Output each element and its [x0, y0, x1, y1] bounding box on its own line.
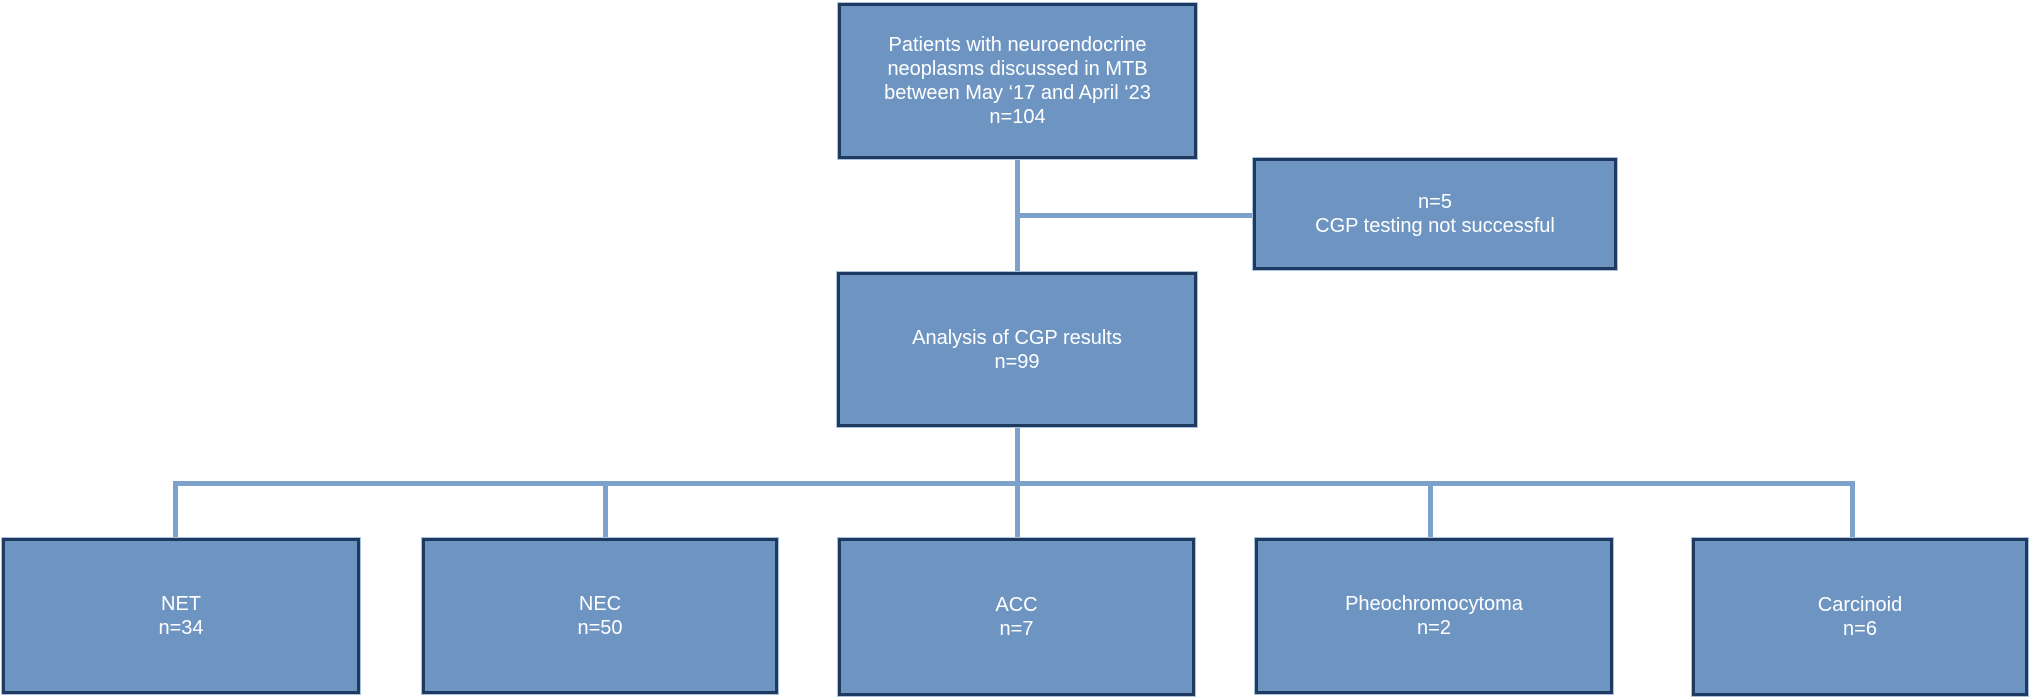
box-nec: NEC n=50 [422, 538, 778, 694]
nec-count: n=50 [577, 617, 623, 639]
exclusion-label: CGP testing not successful [1315, 215, 1555, 237]
exclusion-count: n=5 [1418, 191, 1452, 213]
box-analysis-cgp-results: Analysis of CGP results n=99 [837, 272, 1197, 427]
nec-label: NEC [578, 593, 622, 615]
connector-drop-net [173, 481, 178, 538]
acc-label: ACC [995, 594, 1038, 616]
connector-patients-to-analysis [1015, 159, 1020, 272]
pheochromocytoma-label: Pheochromocytoma [1345, 593, 1523, 615]
carcinoid-count: n=6 [1843, 618, 1877, 640]
box-pheochromocytoma: Pheochromocytoma n=2 [1255, 538, 1613, 694]
box-carcinoid: Carcinoid n=6 [1692, 538, 2028, 696]
net-count: n=34 [158, 617, 204, 639]
box-net: NET n=34 [2, 538, 360, 694]
acc-count: n=7 [999, 618, 1034, 640]
connector-branch-to-exclusion [1018, 213, 1255, 218]
analysis-count: n=99 [994, 350, 1040, 373]
connector-drop-pheochromocytoma [1428, 481, 1433, 538]
carcinoid-label: Carcinoid [1817, 594, 1903, 616]
connector-horizontal-rail [173, 481, 1855, 486]
connector-drop-nec [603, 481, 608, 538]
pheochromocytoma-count: n=2 [1417, 617, 1451, 639]
connector-drop-carcinoid [1850, 481, 1855, 538]
connector-drop-acc [1015, 481, 1020, 538]
connector-analysis-to-rail [1015, 427, 1020, 483]
box-patients-discussed-mtb: Patients with neuroendocrine neoplasms d… [838, 3, 1197, 159]
box-patients-text: Patients with neuroendocrine neoplasms d… [884, 34, 1151, 128]
box-acc: ACC n=7 [838, 538, 1195, 696]
analysis-label: Analysis of CGP results [912, 326, 1122, 349]
net-label: NET [161, 593, 201, 615]
box-cgp-not-successful: n=5 CGP testing not successful [1253, 158, 1617, 270]
